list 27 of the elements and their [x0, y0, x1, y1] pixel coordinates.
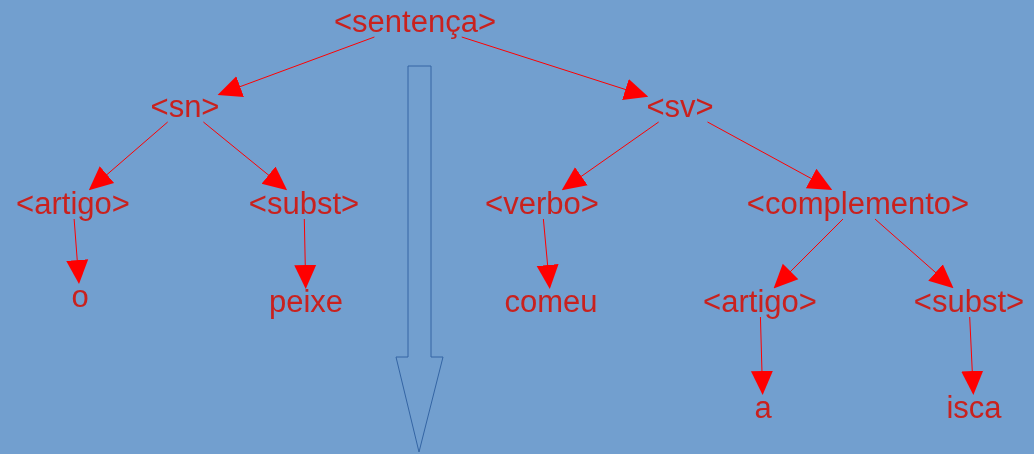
arrow — [750, 316, 773, 395]
tree-label: <subst> — [246, 187, 362, 221]
tree-label: comeu — [502, 285, 600, 319]
tree-label: <sv> — [644, 90, 716, 124]
arrow — [66, 218, 89, 284]
tree-label: a — [752, 391, 774, 425]
arrow — [217, 36, 375, 97]
arrow — [294, 218, 317, 289]
arrow — [561, 121, 660, 191]
tree-label: <artigo> — [701, 285, 819, 319]
arrow — [461, 36, 649, 100]
tree-label: <sentença> — [332, 5, 498, 39]
arrow — [773, 218, 844, 289]
tree-label: o — [69, 280, 91, 314]
arrow — [536, 218, 559, 289]
tree-label: peixe — [266, 285, 346, 319]
tree-label: <complemento> — [744, 187, 972, 221]
arrow — [88, 121, 169, 191]
tree-label: <verbo> — [483, 187, 601, 221]
arrow — [202, 121, 288, 191]
tree-label: <subst> — [911, 285, 1027, 319]
tree-label: <sn> — [148, 90, 222, 124]
arrow — [707, 121, 833, 190]
tree-label: isca — [944, 391, 1004, 425]
arrow — [961, 316, 984, 395]
arrow — [874, 218, 954, 289]
tree-label: <artigo> — [14, 187, 132, 221]
